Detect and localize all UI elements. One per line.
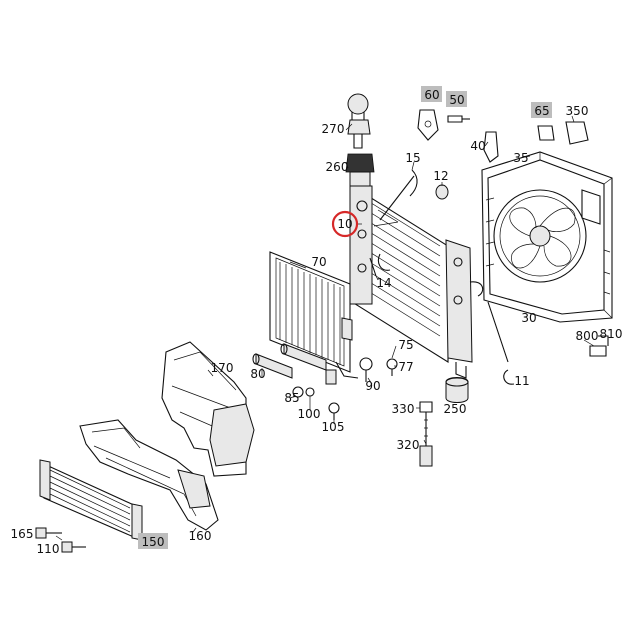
highlight-box-60 — [421, 86, 442, 102]
callout-105[interactable]: 105 — [322, 420, 345, 434]
callout-80[interactable]: 80 — [250, 367, 265, 381]
callout-110[interactable]: 110 — [37, 542, 60, 556]
callout-10[interactable]: 10 — [337, 217, 352, 231]
callout-160[interactable]: 160 — [189, 529, 212, 543]
highlight-box-65 — [531, 102, 552, 118]
highlight-box-50 — [446, 91, 467, 107]
air-guides — [79, 341, 255, 531]
condenser — [269, 251, 359, 379]
fan-shroud — [481, 151, 613, 323]
callout-250[interactable]: 250 — [444, 402, 467, 416]
callout-810[interactable]: 810 — [600, 327, 623, 341]
callout-14[interactable]: 14 — [376, 276, 391, 290]
bottom-parts — [252, 335, 609, 467]
callout-35[interactable]: 35 — [513, 151, 528, 165]
hoses — [369, 169, 515, 385]
callout-270[interactable]: 270 — [322, 122, 345, 136]
callout-12[interactable]: 12 — [433, 169, 448, 183]
callout-50[interactable]: 50 — [449, 93, 464, 107]
callout-100[interactable]: 100 — [298, 407, 321, 421]
callout-170[interactable]: 170 — [211, 361, 234, 375]
callout-labels: 10 11 12 14 15 30 35 40 50 60 65 70 75 7… — [11, 88, 623, 556]
callout-165[interactable]: 165 — [11, 527, 34, 541]
callout-70[interactable]: 70 — [311, 255, 326, 269]
highlight-box-150 — [138, 533, 168, 549]
callout-85[interactable]: 85 — [284, 391, 299, 405]
callout-320[interactable]: 320 — [397, 438, 420, 452]
callout-75[interactable]: 75 — [398, 338, 413, 352]
callout-30[interactable]: 30 — [521, 311, 536, 325]
mount-parts — [345, 93, 375, 187]
callout-350[interactable]: 350 — [566, 104, 589, 118]
oil-cooler — [39, 459, 143, 541]
small-parts-top — [417, 109, 589, 163]
callout-60[interactable]: 60 — [424, 88, 439, 102]
radiator — [349, 185, 484, 379]
callout-65[interactable]: 65 — [534, 104, 549, 118]
highlight-circle-10 — [331, 210, 359, 238]
callout-77[interactable]: 77 — [398, 360, 413, 374]
callout-150[interactable]: 150 — [142, 535, 165, 549]
callout-15[interactable]: 15 — [405, 151, 420, 165]
callout-800[interactable]: 800 — [576, 329, 599, 343]
leader-lines — [55, 115, 595, 541]
callout-260[interactable]: 260 — [326, 160, 349, 174]
callout-40[interactable]: 40 — [470, 139, 485, 153]
callout-11[interactable]: 11 — [514, 374, 529, 388]
callout-330[interactable]: 330 — [392, 402, 415, 416]
callout-90[interactable]: 90 — [365, 379, 380, 393]
screws-left — [35, 527, 86, 553]
